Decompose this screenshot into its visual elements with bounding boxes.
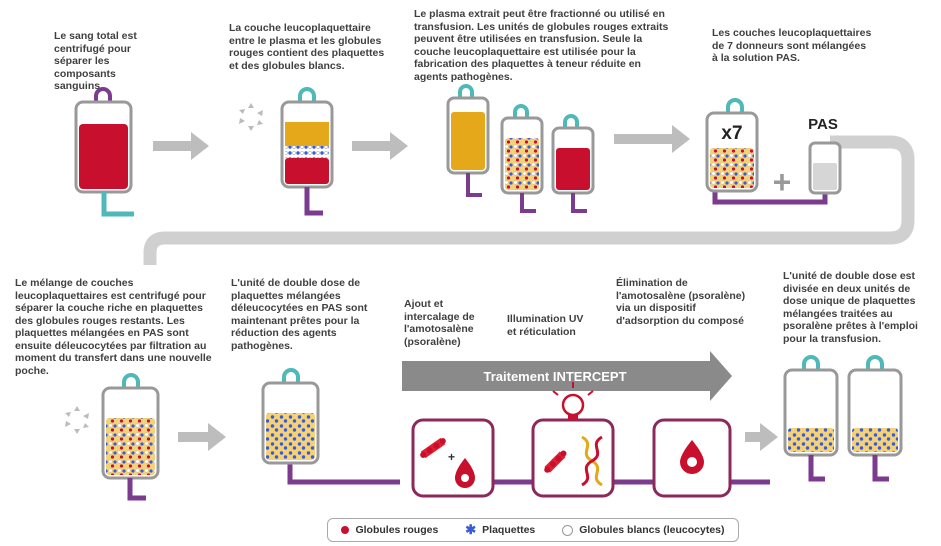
bag-pooled-x7 <box>705 98 759 193</box>
bag-single-dose-1 <box>783 355 839 482</box>
connector-row2 <box>287 460 770 485</box>
arrow-1 <box>153 132 209 160</box>
bag-red-cells <box>551 114 595 213</box>
bag-mixture-centrifuged <box>101 373 160 501</box>
bag-double-dose <box>261 368 320 465</box>
centrifuge-icon-1 <box>239 103 263 131</box>
caption-step5: Le mélange de couches leucoplaquettaires… <box>15 277 212 377</box>
caption-step8: L'unité de double dose est divisée en de… <box>783 270 918 345</box>
caption-step2: La couche leucoplaquettaire entre le pla… <box>229 22 385 72</box>
caption-step7b: Illumination UV et réticulation <box>507 313 584 338</box>
caption-step4: Les couches leucoplaquettaires de 7 donn… <box>712 27 872 64</box>
legend-white-cells: Globules blancs (leucocytes) <box>562 524 725 536</box>
arrow-4 <box>178 423 226 451</box>
red-dot-icon <box>341 526 350 534</box>
legend: Globules rouges ✱ Plaquettes Globules bl… <box>327 518 739 542</box>
caption-step7a: Ajout et intercalage de l'amotosalène (p… <box>404 298 475 348</box>
lightbulb-icon <box>552 382 594 420</box>
caption-step3: Le plasma extrait peut être fractionné o… <box>414 8 669 83</box>
plus-sign: + <box>773 164 792 200</box>
return-arrow <box>143 135 915 265</box>
connector-row1 <box>712 190 828 205</box>
white-circle-icon <box>562 524 574 536</box>
label-pas: PAS <box>808 116 838 133</box>
bag-plasma <box>446 84 490 197</box>
box-uv-illumination <box>531 382 615 498</box>
legend-red-cells: Globules rouges <box>341 524 438 536</box>
arrow-2 <box>352 132 408 160</box>
svg-text:+: + <box>448 450 455 464</box>
label-x7: x7 <box>721 123 742 144</box>
treatment-banner-label: Traitement INTERCEPT <box>483 369 626 384</box>
bag-single-dose-2 <box>847 355 903 482</box>
caption-step6: L'unité de double dose de plaquettes mél… <box>231 277 368 352</box>
box-amotosalen-removal <box>652 418 732 498</box>
bag-buffy-coat <box>500 104 544 213</box>
legend-platelets: ✱ Plaquettes <box>465 522 536 537</box>
caption-step7c: Élimination de l'amotosalène (psoralène)… <box>616 277 746 327</box>
legend-red-label: Globules rouges <box>355 524 439 536</box>
bag-separated <box>280 87 334 216</box>
bag-pas <box>808 141 842 195</box>
centrifuge-icon-2 <box>65 406 89 434</box>
box-amotosalen-addition: + <box>411 418 495 498</box>
legend-white-label: Globules blancs (leucocytes) <box>579 524 725 536</box>
arrow-3 <box>614 125 690 153</box>
treatment-banner <box>402 351 732 401</box>
bag-whole-blood <box>74 87 134 217</box>
caption-step1: Le sang total est centrifugé pour sépare… <box>54 30 137 92</box>
legend-platelets-label: Plaquettes <box>482 524 536 536</box>
dna-icon <box>581 435 603 487</box>
platelet-star-icon: ✱ <box>465 522 477 537</box>
arrow-5 <box>745 423 778 451</box>
